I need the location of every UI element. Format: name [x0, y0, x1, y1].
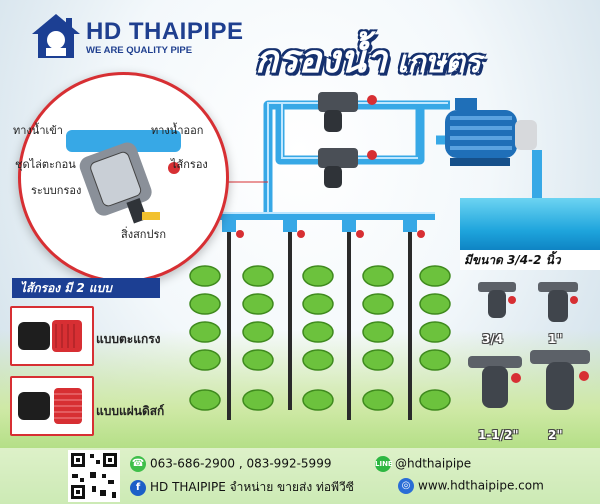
- phone-icon: ☎: [130, 456, 146, 472]
- contact-line[interactable]: @hdthaipipe: [395, 456, 472, 471]
- globe-icon: ◎: [398, 478, 414, 494]
- label-inlet: ทางน้ำเข้า: [13, 124, 63, 137]
- size-label-2: 2": [548, 428, 563, 442]
- crop-rows: [189, 265, 451, 411]
- contact-line-row: LINE@hdthaipipe: [375, 456, 471, 472]
- filter-cutaway-icon: [66, 130, 181, 224]
- brand-slogan: WE ARE QUALITY PIPE: [86, 45, 193, 56]
- disc-element-label: แบบแผ่นดิสก์: [96, 404, 165, 418]
- headline-word-2: เกษตร: [397, 45, 481, 80]
- pipe-loop: [263, 100, 470, 215]
- drop-valves: [222, 220, 425, 238]
- contact-facebook-row: f HD THAIPIPE จำหน่าย ขายส่ง ท่อพีวีซี: [130, 478, 354, 497]
- size-label-1-1-2: 1-1/2": [478, 428, 519, 442]
- mesh-element-label: แบบตะแกรง: [96, 332, 161, 346]
- headline: กรองน้ำ เกษตร: [255, 28, 481, 89]
- disc-filter-icon: [18, 388, 82, 424]
- filter-size-1-1-2-icon: [468, 356, 522, 408]
- filter-size-1-icon: [538, 282, 578, 322]
- size-label-1: 1": [548, 332, 563, 346]
- filter-size-3-4-icon: [478, 282, 516, 318]
- headline-word-1: กรองน้ำ: [255, 37, 388, 81]
- brand-name: HD THAIPIPE: [86, 18, 244, 45]
- loop-filter-bottom: [318, 148, 377, 188]
- label-outlet: ทางน้ำออก: [151, 124, 204, 137]
- pump-motor: [445, 98, 546, 210]
- line-app-icon: LINE: [375, 456, 393, 472]
- contact-website[interactable]: www.hdthaipipe.com: [418, 478, 544, 493]
- label-cleaning-set: ชุดไล่ตะกอน: [15, 158, 76, 171]
- disc-element-thumbnail: [10, 376, 94, 436]
- qr-code-icon[interactable]: [68, 450, 120, 502]
- facebook-icon: f: [130, 479, 146, 496]
- filter-cutaway-circle: ทางน้ำเข้า ทางน้ำออก ชุดไล่ตะกอน ไส้กรอง…: [13, 72, 229, 283]
- contact-phones[interactable]: 063-686-2900 , 083-992-5999: [150, 456, 332, 471]
- contact-facebook[interactable]: HD THAIPIPE จำหน่าย ขายส่ง ท่อพีวีซี: [150, 480, 354, 494]
- size-title: มีขนาด 3/4-2 นิ้ว: [464, 253, 561, 267]
- mesh-element-thumbnail: [10, 306, 94, 366]
- label-element: ไส้กรอง: [171, 158, 208, 171]
- water-reservoir: [460, 198, 600, 253]
- house-logo-icon: [32, 14, 80, 58]
- mesh-filter-icon: [18, 320, 82, 352]
- size-title-banner: มีขนาด 3/4-2 นิ้ว: [460, 250, 600, 270]
- loop-filter-top: [318, 92, 377, 132]
- label-flush: สิ่งสกปรก: [121, 228, 167, 241]
- element-types-title: ไส้กรอง มี 2 แบบ: [12, 278, 160, 298]
- contact-website-row: ◎ www.hdthaipipe.com: [398, 478, 544, 494]
- contact-phone-row: ☎ 063-686-2900 , 083-992-5999: [130, 456, 331, 472]
- filter-size-2-icon: [530, 350, 590, 410]
- label-filter-system: ระบบกรอง: [31, 184, 82, 197]
- size-label-3-4: 3/4: [482, 332, 504, 346]
- drop-lines: [227, 230, 412, 420]
